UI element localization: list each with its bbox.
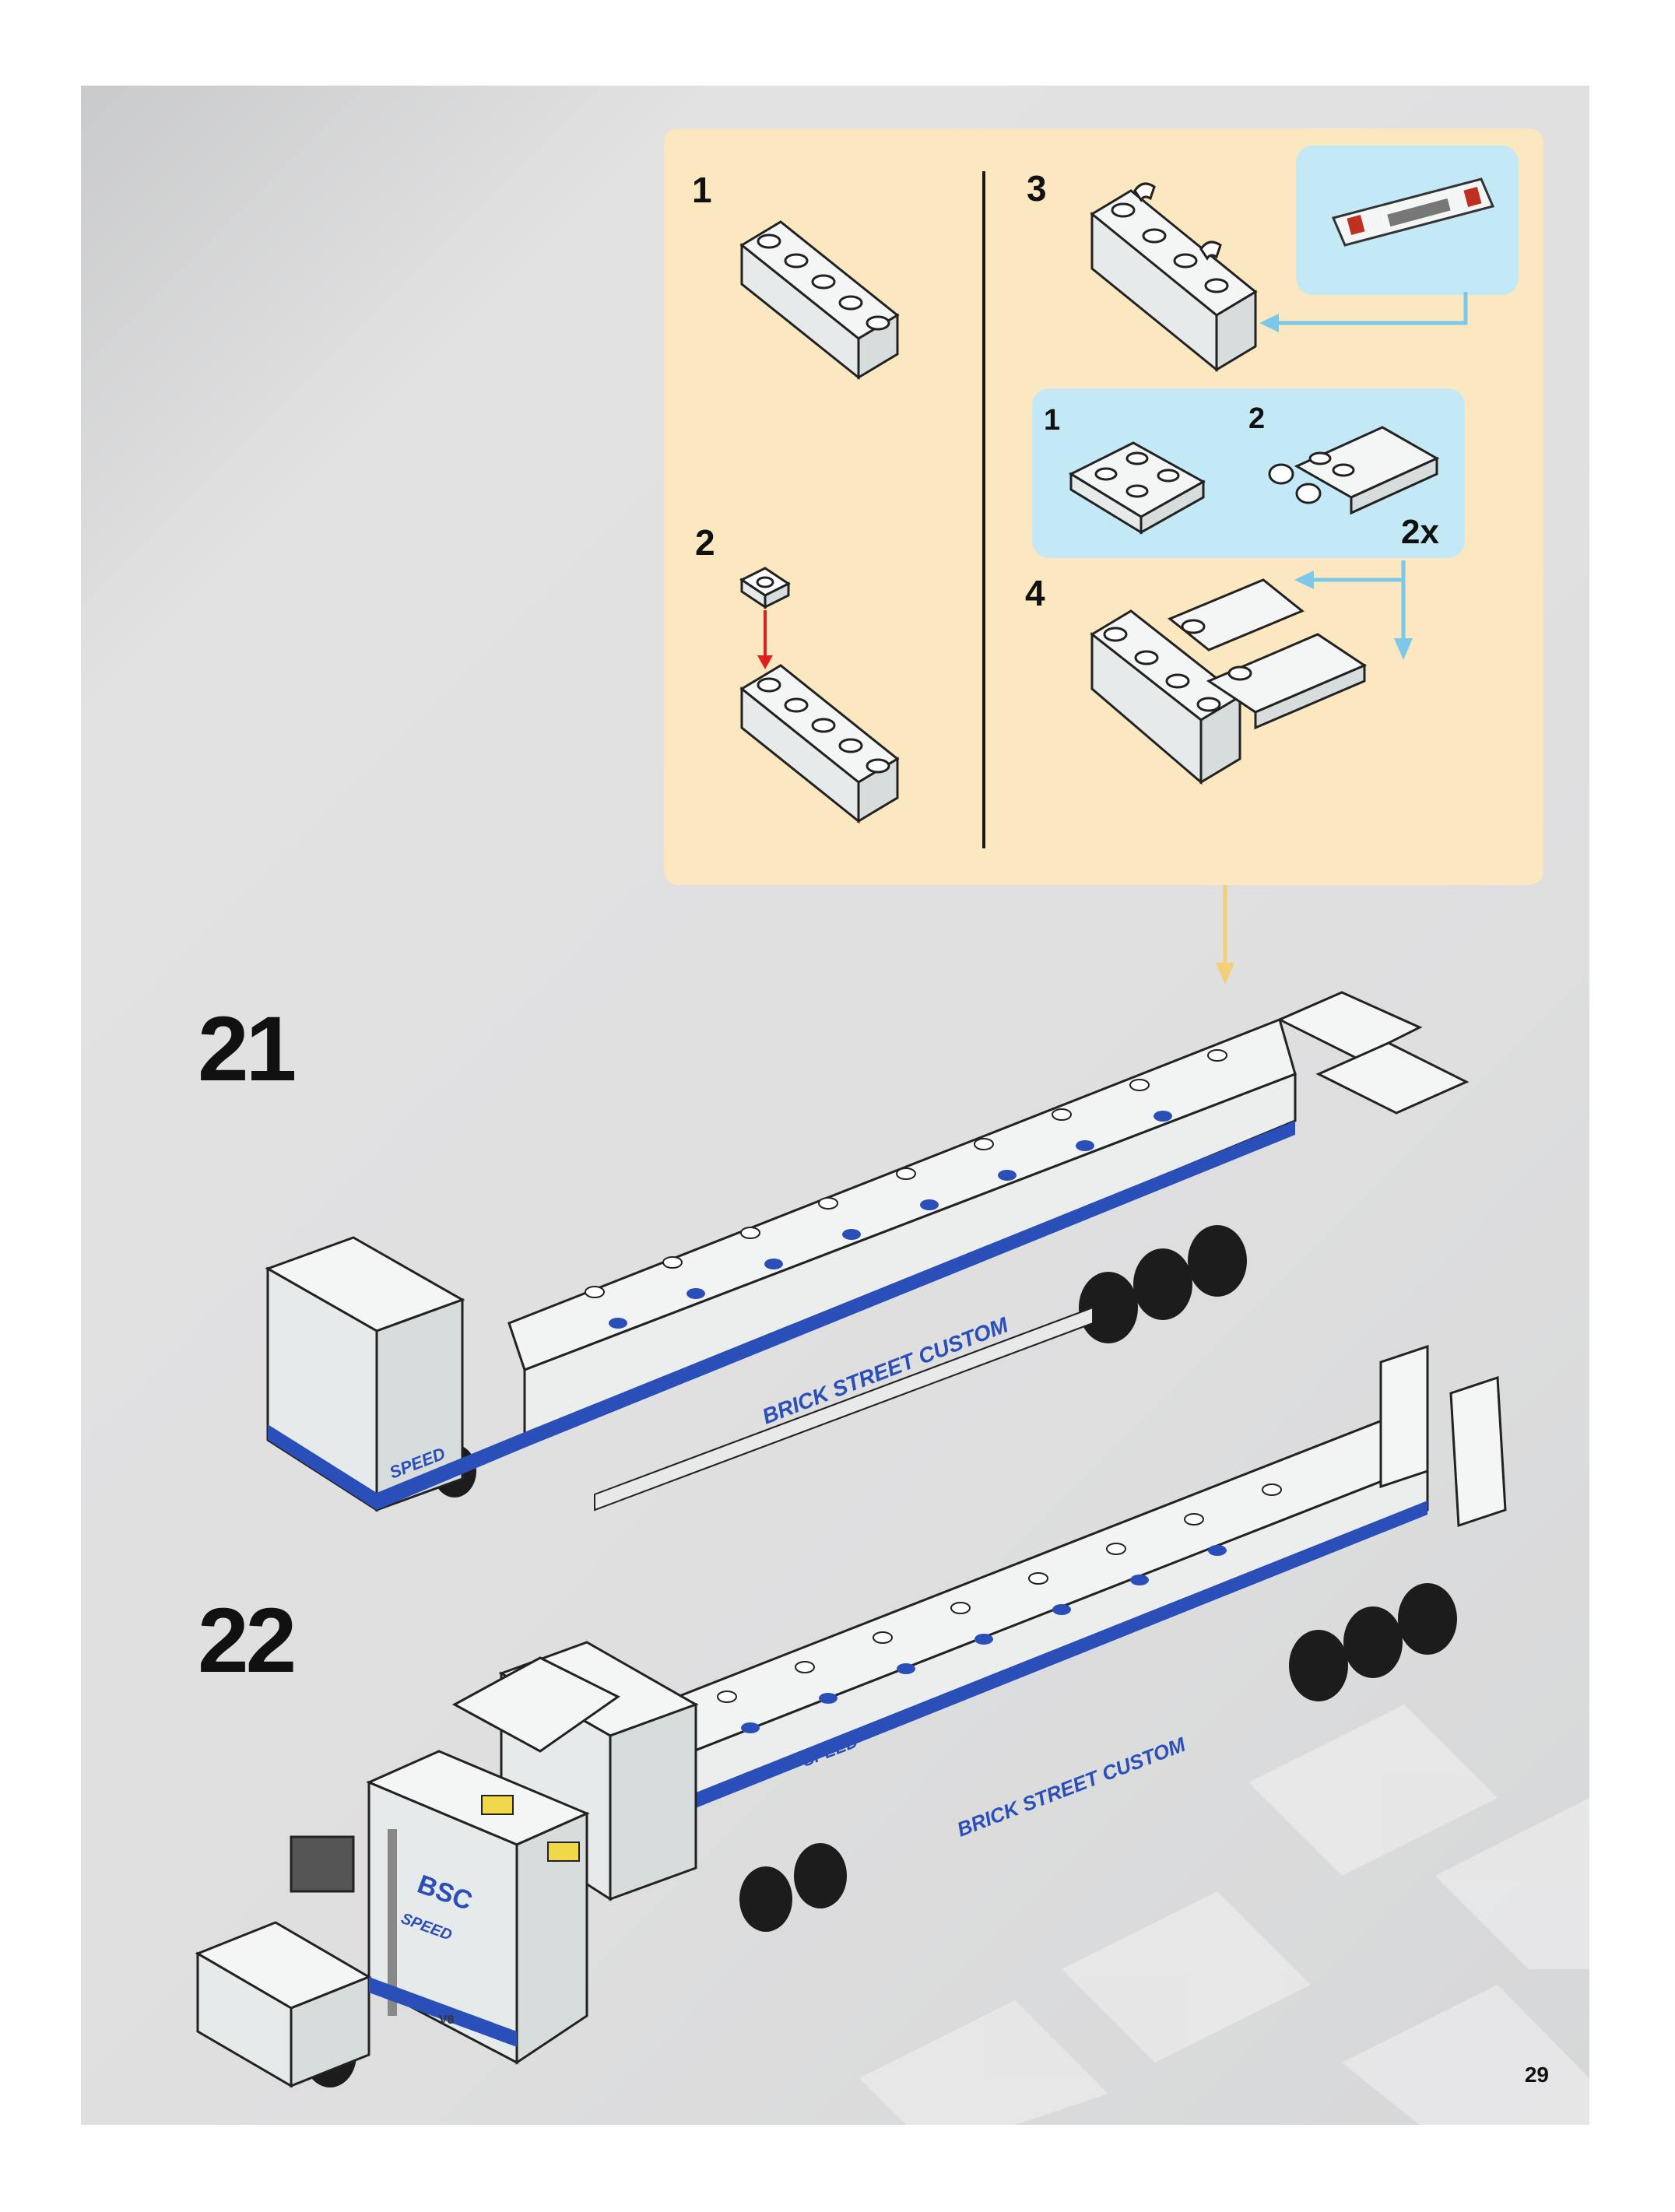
sticker-icon (1331, 177, 1495, 247)
callout-step-3: 3 (1027, 168, 1047, 209)
callout-step-2: 2 (695, 522, 715, 563)
step-number-22: 22 (198, 1589, 297, 1692)
arrow-down-icon (1294, 560, 1413, 660)
brick-icon (1090, 182, 1258, 373)
step-number-21: 21 (198, 998, 297, 1101)
sub-step-2: 2 (1248, 402, 1266, 435)
v8-decal: V8 (439, 2014, 455, 2027)
arrow-left-icon (1259, 292, 1468, 332)
sub-assembly-box: 1 2 2x (1032, 388, 1465, 558)
truck-model: BRICK STREET CUSTOM SPEED BSC SPEED V8 (195, 1344, 1507, 2088)
callout-step-1: 1 (692, 170, 712, 210)
arrow-down-icon (1216, 885, 1234, 985)
brand-decal-22: BRICK STREET CUSTOM (953, 1732, 1189, 1841)
plate-icon (1068, 441, 1206, 535)
trailer-model: BRICK STREET CUSTOM SPEED (265, 991, 1470, 1512)
checker-pattern (859, 1705, 1589, 2125)
plate-icon (1268, 426, 1440, 515)
instruction-page: 1 2 3 4 (81, 86, 1589, 2125)
sub-assembly-callout: 1 2 3 4 (664, 128, 1543, 885)
page-number: 29 (1524, 2063, 1549, 2087)
plate-icon (739, 567, 900, 824)
callout-divider (982, 171, 985, 848)
sub-multiplier: 2x (1401, 513, 1439, 551)
sub-step-1: 1 (1044, 404, 1061, 437)
brick-icon (739, 220, 900, 381)
callout-step-4: 4 (1025, 573, 1045, 613)
brick-icon (1090, 578, 1368, 785)
